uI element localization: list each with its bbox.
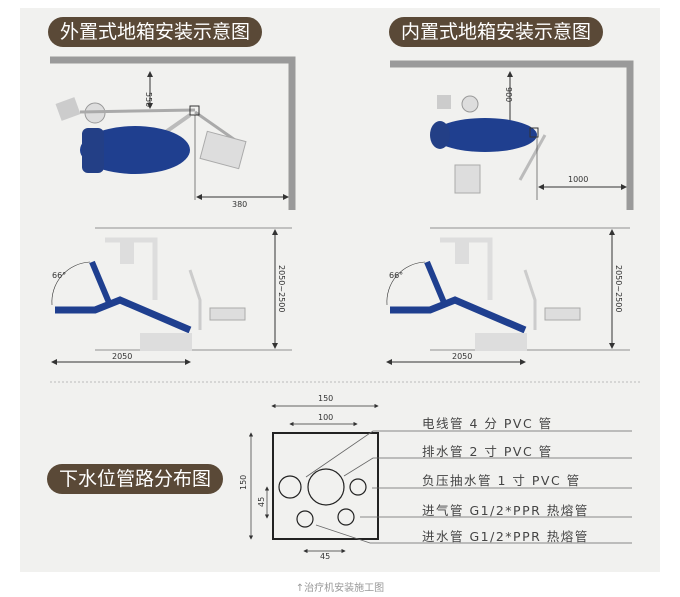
dim-height: 2050~2500: [277, 265, 286, 312]
chair-icon: [390, 296, 527, 334]
dim-length: 2050: [112, 352, 132, 361]
svg-text:45: 45: [320, 552, 330, 561]
svg-text:45: 45: [257, 497, 266, 507]
legend-suction: 负压抽水管 1 寸 PVC 管: [422, 473, 581, 488]
pipe-drain: [307, 468, 345, 506]
internal-side-view: 2050~2500 66° 2050: [386, 227, 630, 365]
pipe-electric: [278, 475, 302, 499]
tray-icon: [454, 164, 481, 194]
chair-icon: [55, 296, 192, 334]
pipe-layout-box: 150 100 150 45 45: [239, 394, 632, 561]
dim-900: 900: [504, 87, 513, 102]
dim-length: 2050: [452, 352, 472, 361]
chair-icon: [433, 118, 537, 152]
dim-380: 380: [232, 200, 247, 209]
external-side-view: 2050~2500 66° 2050: [51, 227, 292, 365]
legend-air: 进气管 G1/2*PPR 热熔管: [422, 503, 589, 518]
legend-drain: 排水管 2 寸 PVC 管: [422, 444, 553, 459]
external-box-title: 外置式地箱安装示意图: [48, 17, 263, 47]
dim-angle: 66°: [389, 271, 403, 280]
pipe-air: [337, 508, 355, 526]
dim-height: 2050~2500: [614, 265, 623, 312]
chair-icon: [80, 126, 190, 174]
pipe-suction: [349, 478, 367, 496]
external-top-view: 550 380: [50, 56, 296, 210]
wall: [50, 56, 296, 210]
tray-icon: [199, 130, 247, 170]
dim-550: 550: [144, 92, 153, 107]
svg-text:150: 150: [318, 394, 333, 403]
svg-text:150: 150: [239, 475, 248, 490]
dim-angle: 66°: [52, 271, 66, 280]
internal-top-view: 900 1000: [390, 60, 634, 210]
pipe-layout-title: 下水位管路分布图: [47, 464, 224, 494]
legend-electric: 电线管 4 分 PVC 管: [422, 416, 553, 431]
svg-text:100: 100: [318, 413, 333, 422]
caption: ↑治疗机安装施工图: [295, 583, 385, 594]
pipe-water: [296, 510, 314, 528]
legend-water: 进水管 G1/2*PPR 热熔管: [422, 529, 589, 544]
internal-box-title: 内置式地箱安装示意图: [389, 17, 604, 47]
dim-1000: 1000: [568, 175, 588, 184]
wall: [390, 60, 634, 210]
